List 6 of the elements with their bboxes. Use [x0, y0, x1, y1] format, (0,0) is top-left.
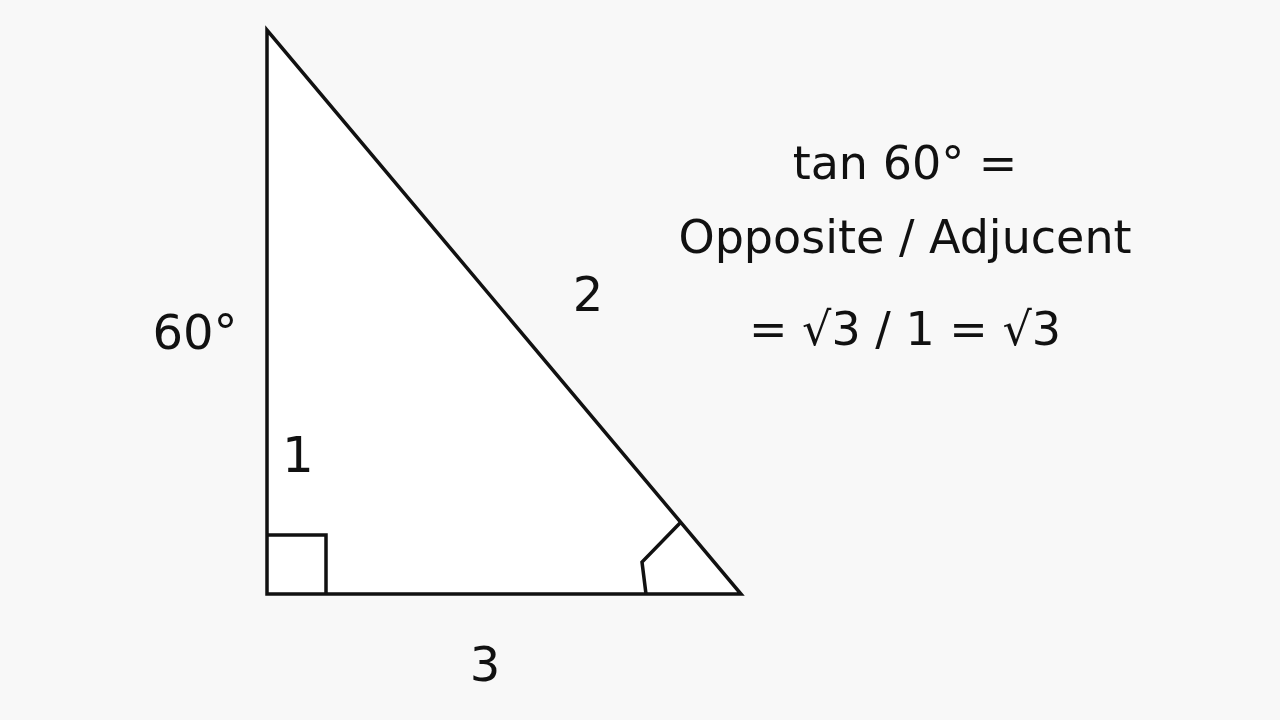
- math-label: 2: [572, 270, 604, 318]
- math-label: 60°: [152, 308, 238, 356]
- math-label: = √3 / 1 = √3: [748, 306, 1062, 352]
- math-label: tan 60° =: [792, 140, 1018, 186]
- math-label: 3: [469, 640, 501, 688]
- math-label: 1: [282, 430, 314, 480]
